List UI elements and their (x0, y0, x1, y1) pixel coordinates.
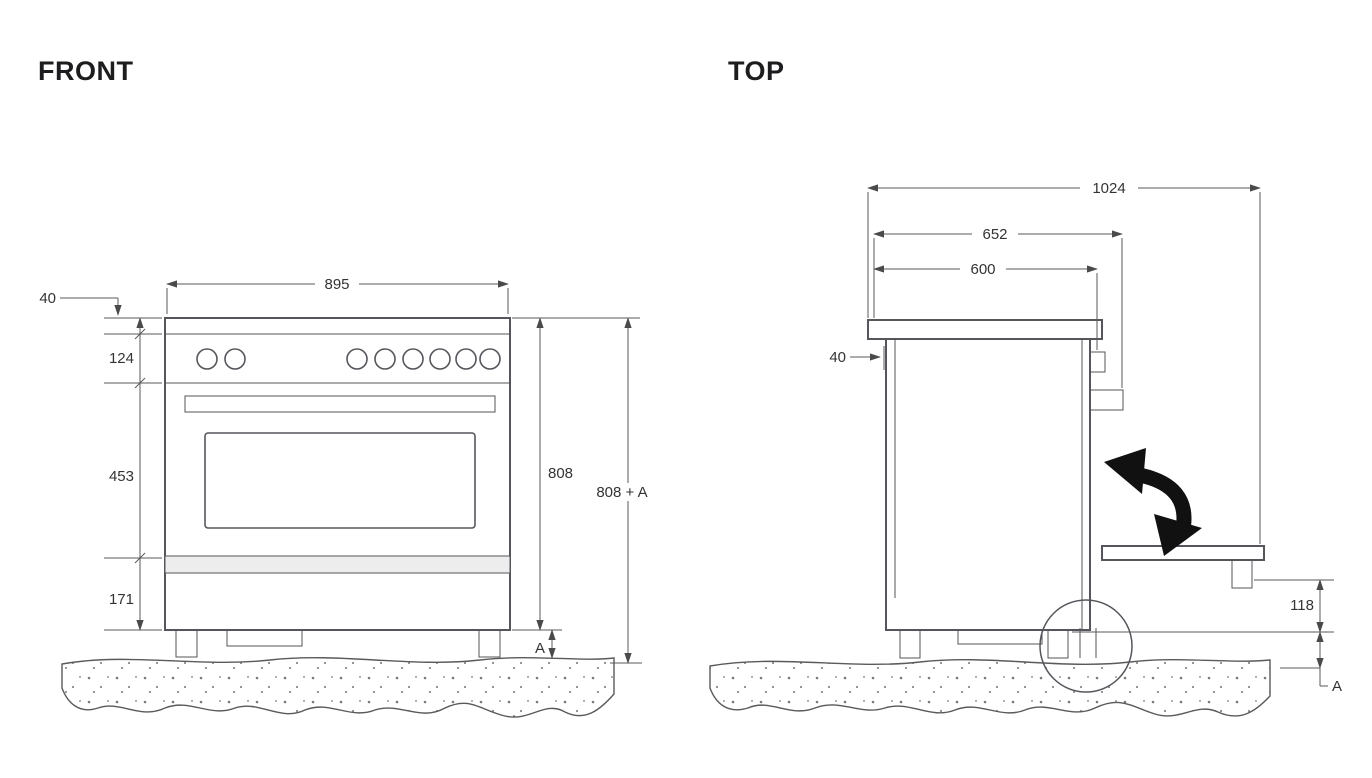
dim-label-door-drop: 118 (1290, 597, 1314, 614)
floor-hatch-top (709, 658, 1271, 717)
cooktop-overhang (867, 319, 1103, 340)
front-view-title: FRONT (38, 56, 133, 86)
control-knob (429, 348, 451, 370)
control-knob (374, 348, 396, 370)
range-leg-back (899, 629, 921, 659)
dim-top-overall: 1024 (867, 179, 1261, 544)
control-knob (196, 348, 218, 370)
oven-door-handle (184, 395, 496, 413)
door-latch (1089, 351, 1106, 373)
range-front-drawing (164, 317, 511, 658)
range-side-drawing (867, 319, 1265, 693)
swing-arrow-head-up (1104, 448, 1146, 494)
open-door (1101, 545, 1265, 589)
control-knob (224, 348, 246, 370)
dim-label-height-plus: 808 + A (596, 484, 647, 501)
dim-top-with-handle: 652 (873, 225, 1123, 388)
range-body-outline (164, 317, 511, 631)
top-view: TOP (709, 56, 1342, 717)
range-side-body (885, 338, 1091, 631)
dim-label-feet-top: A (1332, 678, 1342, 695)
dim-label-with-handle: 652 (982, 226, 1007, 243)
door-swing-arrow (1104, 448, 1202, 556)
plinth-recess (957, 629, 1043, 645)
dim-label-panel: 124 (109, 350, 134, 367)
dim-label-overall: 1024 (1092, 180, 1125, 197)
control-knobs (196, 348, 501, 370)
control-knob (479, 348, 501, 370)
open-door-handle (1231, 559, 1253, 589)
dim-label-width: 895 (324, 276, 349, 293)
range-leg-right (478, 629, 501, 658)
dim-top-body: 600 (873, 260, 1098, 350)
control-knob (455, 348, 477, 370)
oven-door-window (204, 432, 476, 529)
range-leg-front (1047, 629, 1069, 659)
dim-label-height: 808 (548, 465, 573, 482)
dim-front-heights: 808 808 + A A (512, 317, 662, 664)
detail-circle (1039, 599, 1133, 693)
swing-arrow-head-down (1154, 514, 1202, 556)
dim-label-oven: 453 (109, 468, 134, 485)
range-leg-left (175, 629, 198, 658)
dim-label-top: 40 (39, 290, 56, 307)
floor-hatch-front (61, 656, 615, 718)
dim-front-width: 895 (166, 275, 509, 314)
dim-top-door-drop: 118 A (1072, 579, 1342, 695)
control-knob (402, 348, 424, 370)
dim-label-base: 171 (109, 591, 134, 608)
control-knob (346, 348, 368, 370)
dim-label-body: 600 (970, 261, 995, 278)
dim-label-clearance: 40 (829, 349, 846, 366)
top-view-title: TOP (728, 56, 785, 86)
front-view: FRONT (38, 56, 662, 718)
lower-trim-band (164, 555, 511, 574)
dim-top-clearance: 40 (829, 346, 885, 370)
storage-drawer-vent (226, 629, 303, 647)
door-handle-side (1089, 389, 1124, 411)
dim-front-left-chain: 40 124 453 171 (39, 290, 162, 631)
dim-label-feet-front: A (535, 640, 545, 657)
